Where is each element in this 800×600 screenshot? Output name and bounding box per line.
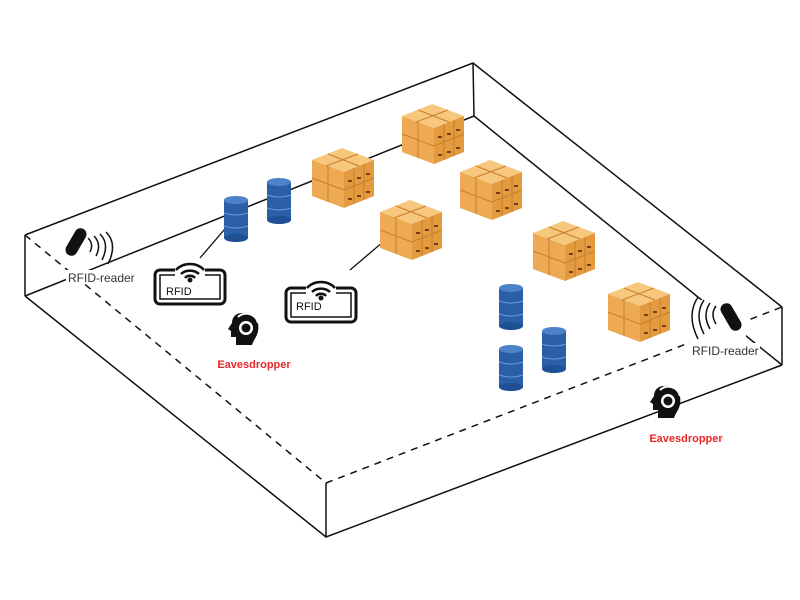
rfid-reader-right: RFID-reader [690,296,760,358]
rfid-reader-icon [691,296,742,340]
eavesdropper-label: Eavesdropper [649,433,723,445]
eavesdropper-1: Eavesdropper [217,311,291,371]
barrel-icon [541,326,567,374]
barrel-icon [266,177,292,225]
eavesdropper-2: Eavesdropper [649,384,723,445]
barrel-icon [223,195,249,243]
warehouse-outline [24,62,783,538]
box-pallet-icon [607,281,671,343]
box-pallet-icon [459,159,523,221]
reader-label: RFID-reader [692,344,759,358]
tag-label: RFID [296,301,322,313]
eavesdropper-icon [227,311,260,346]
tag-label: RFID [166,286,192,298]
box-pallet-icon [379,199,443,261]
rfid-reader-left: RFID-reader [57,227,136,285]
rfid-tag-2: RFID [284,280,358,324]
eavesdropper-label: Eavesdropper [217,359,291,371]
box-pallet-icon [401,103,465,165]
box-pallet-icon [311,147,375,209]
box-pallet-icon [532,220,596,282]
reader-label: RFID-reader [68,271,135,285]
barrel-icon [498,344,524,392]
barrel-icon [498,283,524,331]
rfid-reader-icon [65,228,114,265]
rfid-tag-1: RFID [153,262,227,306]
rfid-tag-icon [153,262,227,306]
